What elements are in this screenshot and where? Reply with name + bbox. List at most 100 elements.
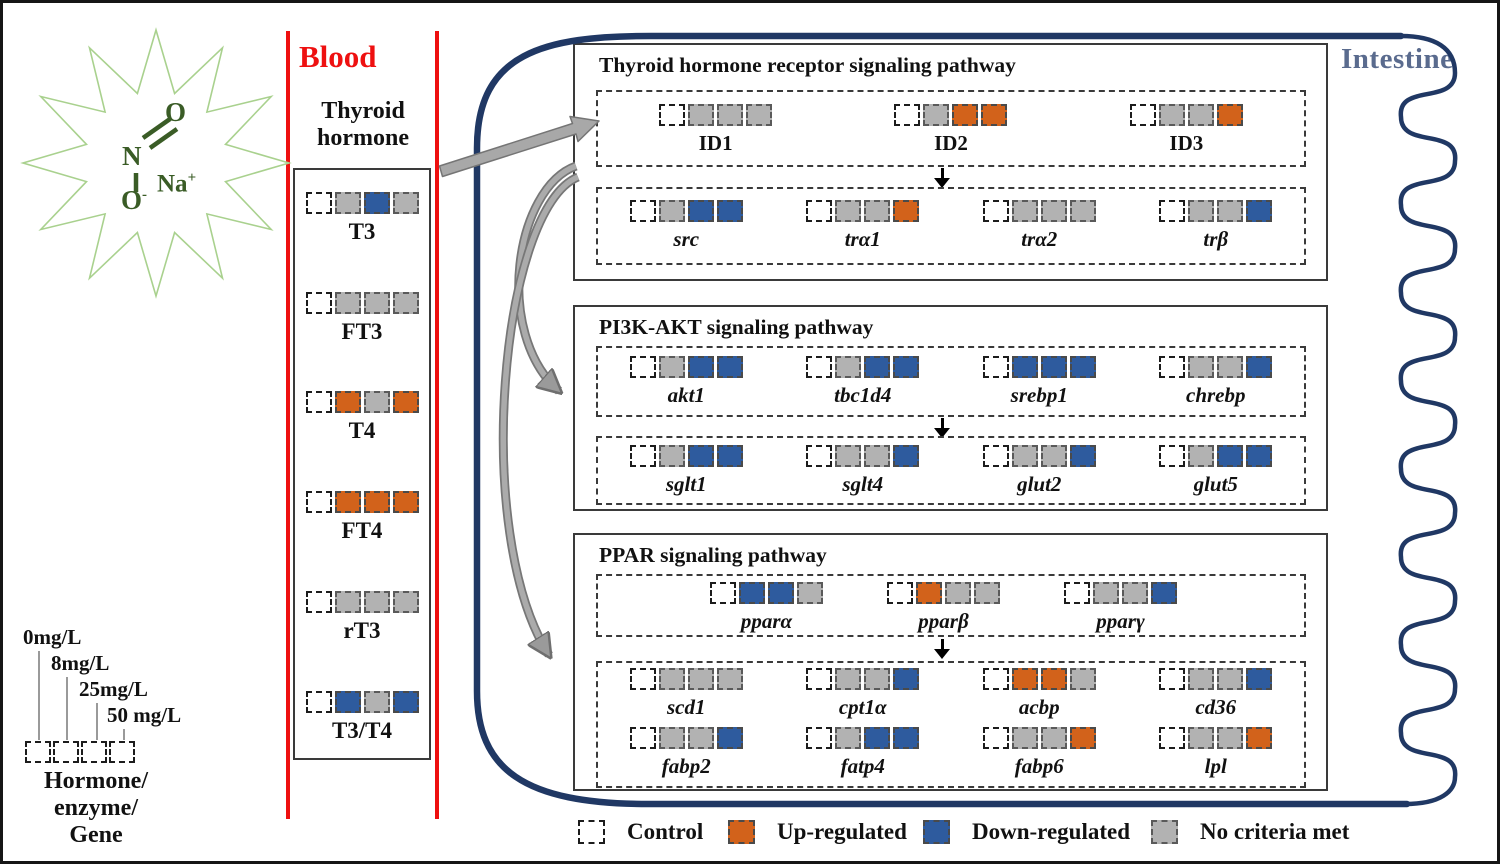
expression-box-none bbox=[1187, 104, 1214, 126]
gene-name-label: trβ bbox=[1203, 227, 1229, 251]
expression-box-control bbox=[629, 356, 656, 378]
pathway-down-arrow bbox=[934, 168, 950, 188]
expression-box-control bbox=[806, 668, 833, 690]
expression-box-control bbox=[305, 690, 332, 713]
gene-name-label: acbp bbox=[1018, 695, 1060, 719]
expression-box-up bbox=[1246, 727, 1273, 750]
pathway-title: PPAR signaling pathway bbox=[599, 543, 827, 567]
legend-label: Up-regulated bbox=[777, 819, 907, 844]
expression-box-down bbox=[687, 356, 714, 378]
expression-box-row bbox=[305, 291, 419, 314]
expression-box-down bbox=[687, 200, 714, 222]
gene-name-label: pparγ bbox=[1096, 609, 1145, 633]
expression-box-up bbox=[392, 391, 419, 414]
expression-box-row bbox=[1159, 200, 1273, 222]
legend-swatch-control bbox=[578, 820, 605, 844]
thyroid-hormone-label: Thyroid hormone bbox=[291, 98, 435, 152]
expression-box-row bbox=[806, 445, 920, 467]
expression-box-up bbox=[363, 491, 390, 514]
gene-group-T3: T3 bbox=[305, 192, 419, 245]
expression-box-control bbox=[982, 200, 1009, 222]
gene-name-label: cpt1α bbox=[838, 695, 887, 719]
gene-name-label: scd1 bbox=[667, 695, 706, 719]
expression-box-control bbox=[806, 200, 833, 222]
expression-box-none bbox=[835, 200, 862, 222]
dose-tick-line bbox=[38, 651, 40, 740]
expression-box-none bbox=[1217, 668, 1244, 690]
expression-box-none bbox=[1158, 104, 1185, 126]
gene-group-glut5: glut5 bbox=[1159, 445, 1273, 496]
expression-box-none bbox=[1093, 582, 1119, 604]
expression-box-down bbox=[1246, 356, 1273, 378]
expression-box-none bbox=[717, 104, 744, 126]
expression-box-none bbox=[1217, 200, 1244, 222]
expression-box-control bbox=[1129, 104, 1156, 126]
expression-box-control bbox=[806, 356, 833, 378]
expression-box-down bbox=[363, 192, 390, 214]
gene-group-src: src bbox=[629, 200, 743, 251]
gene-name-label: sglt4 bbox=[842, 472, 884, 496]
expression-box-none bbox=[1217, 727, 1244, 750]
expression-box-row bbox=[629, 200, 743, 222]
expression-box-down bbox=[893, 727, 920, 750]
gene-group-acbp: acbp bbox=[982, 668, 1096, 719]
expression-box-down bbox=[716, 727, 743, 750]
gene-group-ID2: ID2 bbox=[894, 104, 1008, 155]
legend-swatch-up-regulated bbox=[728, 820, 755, 844]
gene-group-akt1: akt1 bbox=[629, 356, 743, 407]
double-bond-line-2 bbox=[148, 127, 179, 150]
gene-name-label: akt1 bbox=[667, 383, 705, 407]
expression-box-control bbox=[629, 668, 656, 690]
expression-box-none bbox=[1188, 200, 1215, 222]
expression-box-none bbox=[1011, 727, 1038, 750]
gene-group-tbc1d4: tbc1d4 bbox=[806, 356, 920, 407]
dose-tick-line bbox=[66, 677, 68, 740]
expression-box-down bbox=[1151, 582, 1177, 604]
expression-box-none bbox=[864, 200, 891, 222]
dose-tick-line bbox=[123, 729, 125, 740]
expression-box-row bbox=[629, 727, 743, 750]
legend-item-no-criteria-met: No criteria met bbox=[1151, 819, 1349, 845]
expression-box-none bbox=[1122, 582, 1148, 604]
expression-box-none bbox=[334, 291, 361, 314]
gene-name-label: T4 bbox=[348, 418, 376, 444]
gene-group-lpl: lpl bbox=[1159, 727, 1273, 778]
expression-box-up bbox=[916, 582, 942, 604]
gene-group-cd36: cd36 bbox=[1159, 668, 1273, 719]
expression-box-control bbox=[629, 200, 656, 222]
expression-box-none bbox=[658, 668, 685, 690]
expression-box-control bbox=[806, 727, 833, 750]
expression-box-row bbox=[1064, 582, 1177, 604]
expression-box-down bbox=[1246, 200, 1273, 222]
pathway-down-arrow bbox=[934, 418, 950, 438]
expression-box-control bbox=[982, 356, 1009, 378]
expression-box-control bbox=[982, 668, 1009, 690]
expression-box-down bbox=[864, 356, 891, 378]
expression-box-down bbox=[1011, 356, 1038, 378]
gene-name-label: src bbox=[673, 227, 700, 251]
expression-box-none bbox=[363, 291, 390, 314]
expression-box-row bbox=[305, 391, 419, 414]
expression-box-control bbox=[305, 491, 332, 514]
expression-box-none bbox=[716, 668, 743, 690]
expression-box-up bbox=[1040, 668, 1067, 690]
dose-box-control bbox=[81, 741, 107, 763]
expression-box-none bbox=[363, 590, 390, 613]
expression-box-down bbox=[1040, 356, 1067, 378]
gene-name-label: trα1 bbox=[844, 227, 881, 251]
expression-box-row bbox=[806, 200, 920, 222]
expression-box-row bbox=[710, 582, 823, 604]
dose-label-25: 25mg/L bbox=[79, 677, 148, 701]
expression-box-none bbox=[945, 582, 971, 604]
pathway-title: Thyroid hormone receptor signaling pathw… bbox=[599, 53, 1016, 77]
expression-box-row bbox=[629, 668, 743, 690]
expression-box-control bbox=[982, 445, 1009, 467]
dose-box-control bbox=[109, 741, 135, 763]
pathway-down-arrow bbox=[934, 639, 950, 659]
